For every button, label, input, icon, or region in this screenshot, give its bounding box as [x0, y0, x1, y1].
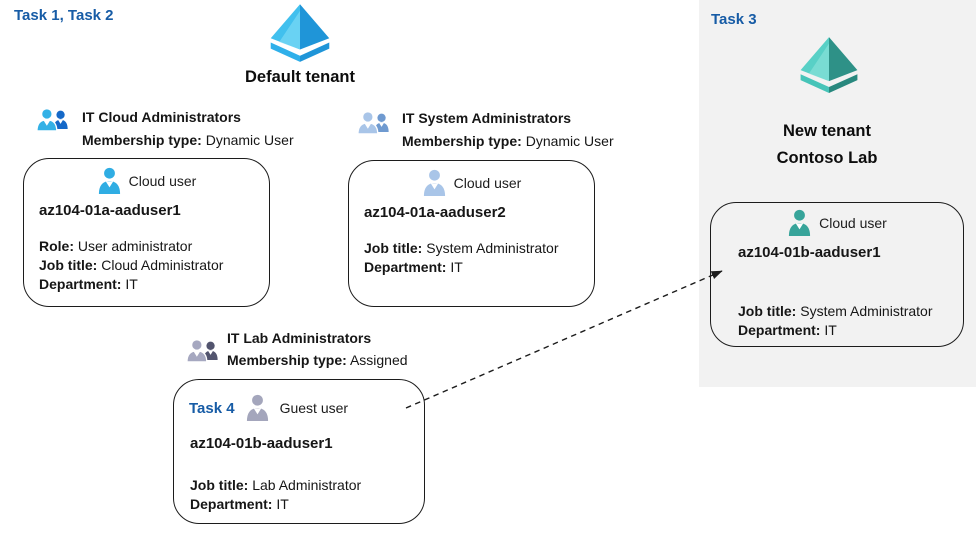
group-membership-lab-admins: Membership type: Assigned	[227, 352, 408, 368]
guest-user-icon	[245, 394, 270, 422]
user-name: az104-01b-aaduser1	[738, 244, 881, 261]
user-fields: Job title: System Administrator Departme…	[738, 303, 933, 338]
cloud-user-icon	[787, 209, 812, 237]
user-fields: Job title: System Administrator Departme…	[364, 240, 559, 275]
new-tenant-title-line1: New tenant	[782, 122, 871, 140]
azure-ad-tenant-icon	[266, 3, 334, 64]
user-card-aaduser2: Cloud user az104-01a-aaduser2 Job title:…	[348, 160, 595, 307]
group-membership-system-admins: Membership type: Dynamic User	[402, 133, 614, 149]
guest-user-card-aaduser1b: Task 4 Guest user az104-01b-aaduser1 Job…	[173, 379, 425, 524]
user-type-label: Guest user	[279, 400, 349, 416]
default-tenant-title: Default tenant	[244, 68, 355, 86]
user-fields: Role: User administrator Job title: Clou…	[39, 238, 224, 292]
user-type-label: Cloud user	[453, 175, 522, 191]
group-icon-system-admins	[357, 109, 391, 140]
group-name-cloud-admins: IT Cloud Administrators	[82, 109, 241, 125]
task-1-2-label: Task 1, Task 2	[14, 7, 114, 24]
cloud-user-icon	[422, 169, 447, 197]
group-icon-lab-admins	[186, 337, 220, 368]
user-name: az104-01a-aaduser1	[39, 202, 181, 219]
group-membership-cloud-admins: Membership type: Dynamic User	[82, 132, 294, 148]
group-name-lab-admins: IT Lab Administrators	[227, 330, 372, 346]
user-type-label: Cloud user	[128, 173, 197, 189]
user-fields: Job title: Lab Administrator Department:…	[190, 477, 362, 512]
group-icon-cloud-admins	[36, 106, 70, 137]
user-name: az104-01b-aaduser1	[190, 435, 333, 452]
user-type-label: Cloud user	[819, 215, 887, 231]
user-card-aaduser1: Cloud user az104-01a-aaduser1 Role: User…	[23, 158, 270, 307]
new-tenant-title-line2: Contoso Lab	[776, 149, 878, 167]
group-name-system-admins: IT System Administrators	[402, 110, 572, 126]
azure-ad-new-tenant-icon	[796, 36, 862, 95]
cloud-user-icon	[97, 167, 122, 195]
task-3-label: Task 3	[711, 11, 757, 28]
user-card-new-tenant: Cloud user az104-01b-aaduser1 Job title:…	[710, 202, 964, 347]
user-name: az104-01a-aaduser2	[364, 204, 506, 221]
task-4-label: Task 4	[189, 399, 235, 417]
